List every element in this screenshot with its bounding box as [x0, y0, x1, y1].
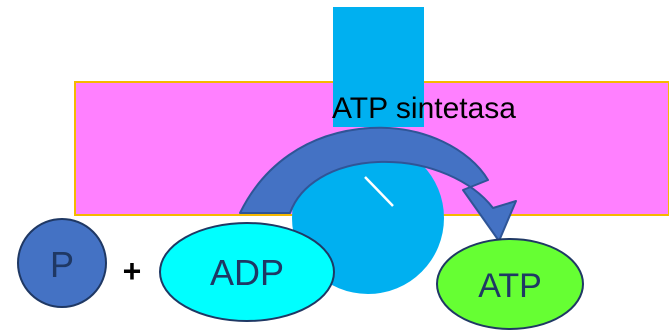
plus-sign: +: [123, 253, 142, 289]
adp-ellipse: [159, 222, 335, 322]
phosphate-label: P: [50, 244, 74, 285]
adp-label: ADP: [210, 252, 284, 293]
enzyme-mark: [364, 176, 394, 207]
enzyme-stalk: [333, 7, 424, 127]
phosphate-circle: [17, 218, 107, 308]
atp-ellipse: [436, 238, 584, 330]
conversion-arrow: [239, 126, 517, 242]
enzyme-label: ATP sintetasa: [332, 92, 516, 125]
atp-label: ATP: [478, 267, 542, 305]
